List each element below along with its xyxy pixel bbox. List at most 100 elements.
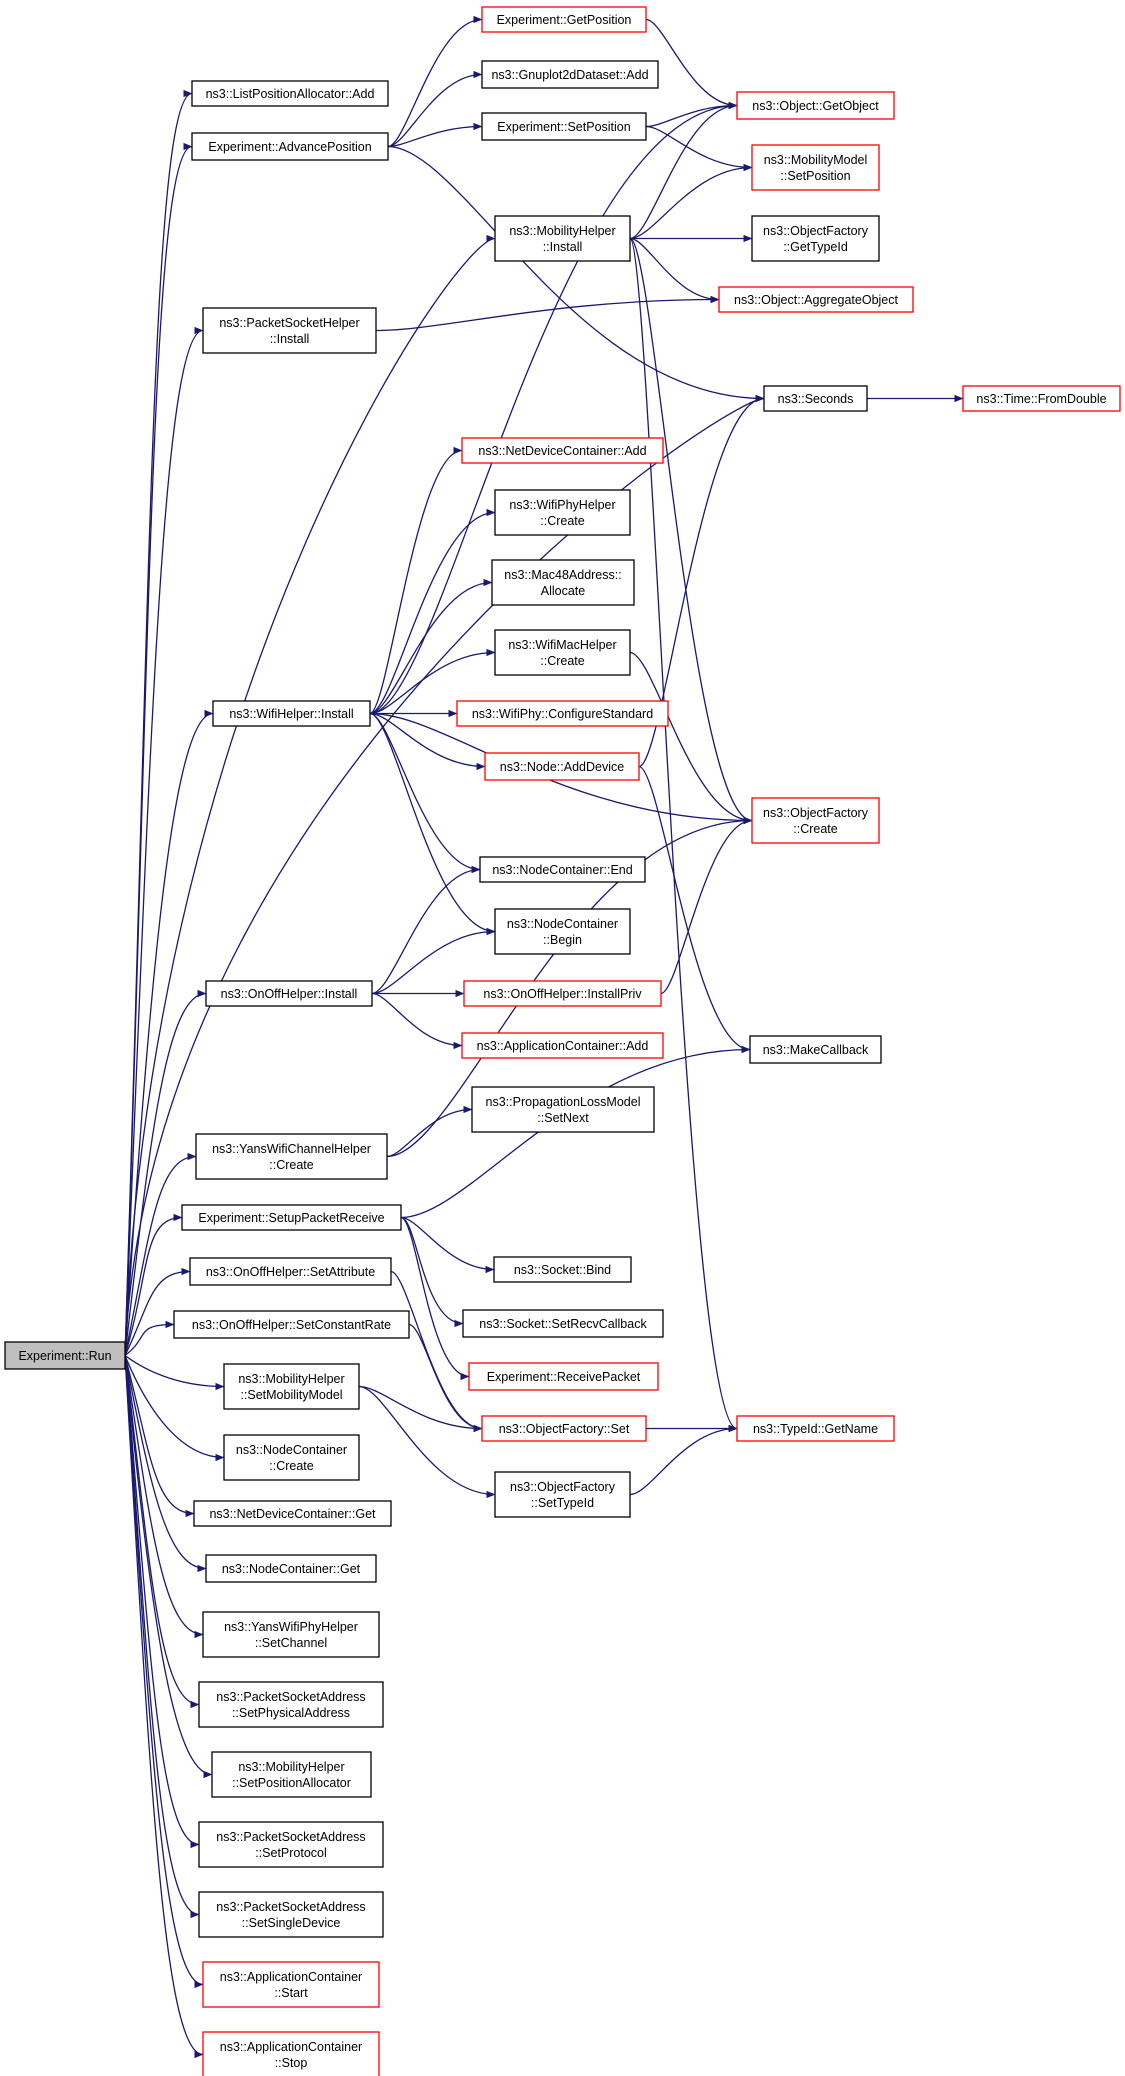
node-label-wmh_create-0: ns3::WifiMacHelper bbox=[508, 638, 616, 652]
edge-psh_install-to-aggregate bbox=[375, 295, 720, 332]
node-box-nc_end bbox=[479, 856, 646, 883]
node-adddevice[interactable]: ns3::Node::AddDevice bbox=[484, 752, 640, 781]
node-run[interactable]: Experiment::Run bbox=[4, 1341, 126, 1370]
node-plm_setnext[interactable]: ns3::PropagationLossModel::SetNext bbox=[471, 1086, 655, 1133]
node-label-setpos-0: Experiment::SetPosition bbox=[497, 120, 630, 134]
node-typeid_getname[interactable]: ns3::TypeId::GetName bbox=[736, 1415, 895, 1442]
node-mh_setposalloc[interactable]: ns3::MobilityHelper::SetPositionAllocato… bbox=[211, 1751, 372, 1798]
node-psa_setsingle[interactable]: ns3::PacketSocketAddress::SetSingleDevic… bbox=[198, 1891, 384, 1938]
node-psh_install[interactable]: ns3::PacketSocketHelper::Install bbox=[202, 307, 377, 354]
edge-run-to-ndc_get bbox=[124, 1355, 195, 1518]
node-ywch_create[interactable]: ns3::YansWifiChannelHelper::Create bbox=[195, 1133, 388, 1180]
node-label-mh_install-1: ::Install bbox=[543, 240, 583, 254]
node-installpriv[interactable]: ns3::OnOffHelper::InstallPriv bbox=[463, 980, 662, 1007]
node-box-sock_setrecv bbox=[462, 1309, 664, 1338]
node-nc_get[interactable]: ns3::NodeContainer::Get bbox=[205, 1554, 377, 1583]
node-box-wifi_install bbox=[212, 700, 371, 727]
node-mh_install[interactable]: ns3::MobilityHelper::Install bbox=[494, 215, 631, 262]
node-makecallback[interactable]: ns3::MakeCallback bbox=[749, 1035, 882, 1064]
node-sock_setrecv[interactable]: ns3::Socket::SetRecvCallback bbox=[462, 1309, 664, 1338]
node-psa_setphys[interactable]: ns3::PacketSocketAddress::SetPhysicalAdd… bbox=[198, 1681, 384, 1728]
node-onoff_install[interactable]: ns3::OnOffHelper::Install bbox=[205, 980, 373, 1007]
node-gnuplot_add[interactable]: ns3::Gnuplot2dDataset::Add bbox=[481, 60, 659, 89]
node-appc_stop[interactable]: ns3::ApplicationContainer::Stop bbox=[202, 2031, 380, 2076]
node-advance[interactable]: Experiment::AdvancePosition bbox=[191, 132, 389, 161]
node-box-ndc_get bbox=[193, 1500, 392, 1527]
node-label-psh_install-1: ::Install bbox=[270, 332, 310, 346]
node-box-fromdouble bbox=[962, 385, 1121, 412]
edge-run-to-mh_setmobility bbox=[124, 1354, 225, 1391]
node-listpos_add[interactable]: ns3::ListPositionAllocator::Add bbox=[191, 80, 389, 107]
node-label-ywch_create-0: ns3::YansWifiChannelHelper bbox=[212, 1142, 371, 1156]
node-mh_setmobility[interactable]: ns3::MobilityHelper::SetMobilityModel bbox=[223, 1363, 360, 1410]
node-box-of_set bbox=[481, 1415, 647, 1442]
node-box-ndc_add bbox=[461, 437, 664, 464]
node-box-mh_install bbox=[494, 215, 631, 262]
node-mac48[interactable]: ns3::Mac48Address::Allocate bbox=[491, 559, 635, 606]
node-wifi_install[interactable]: ns3::WifiHelper::Install bbox=[212, 700, 371, 727]
node-nc_end[interactable]: ns3::NodeContainer::End bbox=[479, 856, 646, 883]
node-box-ywch_create bbox=[195, 1133, 388, 1180]
node-of_set[interactable]: ns3::ObjectFactory::Set bbox=[481, 1415, 647, 1442]
node-box-of_settypeid bbox=[494, 1471, 631, 1518]
node-aggregate[interactable]: ns3::Object::AggregateObject bbox=[718, 286, 914, 313]
node-ndc_get[interactable]: ns3::NetDeviceContainer::Get bbox=[193, 1500, 392, 1527]
node-label-of_create-1: ::Create bbox=[793, 822, 838, 836]
edge-installpriv-to-of_create bbox=[660, 816, 753, 995]
node-wmh_create[interactable]: ns3::WifiMacHelper::Create bbox=[494, 629, 631, 676]
edge-wifi_install-to-wmh_create bbox=[369, 648, 496, 715]
node-box-psa_setphys bbox=[198, 1681, 384, 1728]
node-recvpacket[interactable]: Experiment::ReceivePacket bbox=[468, 1362, 659, 1391]
node-ndc_add[interactable]: ns3::NetDeviceContainer::Add bbox=[461, 437, 664, 464]
node-getpos[interactable]: Experiment::GetPosition bbox=[481, 6, 647, 33]
node-configstd[interactable]: ns3::WifiPhy::ConfigureStandard bbox=[456, 700, 669, 727]
node-onoff_setrate[interactable]: ns3::OnOffHelper::SetConstantRate bbox=[173, 1310, 410, 1339]
node-seconds[interactable]: ns3::Seconds bbox=[763, 385, 868, 412]
node-box-makecallback bbox=[749, 1035, 882, 1064]
node-label-mh_install-0: ns3::MobilityHelper bbox=[509, 224, 615, 238]
edge-run-to-advance bbox=[124, 143, 193, 1356]
node-box-getpos bbox=[481, 6, 647, 33]
node-nc_create[interactable]: ns3::NodeContainer::Create bbox=[223, 1434, 360, 1481]
node-nc_begin[interactable]: ns3::NodeContainer::Begin bbox=[494, 908, 631, 955]
edge-mh_install-to-aggregate bbox=[629, 237, 720, 304]
node-label-mm_setpos-1: ::SetPosition bbox=[780, 169, 850, 183]
node-label-seconds-0: ns3::Seconds bbox=[778, 392, 854, 406]
edge-setpos-to-mm_setpos bbox=[645, 125, 753, 172]
node-label-makecallback-0: ns3::MakeCallback bbox=[763, 1043, 869, 1057]
node-getobject[interactable]: ns3::Object::GetObject bbox=[736, 91, 895, 120]
node-setup_recv[interactable]: Experiment::SetupPacketReceive bbox=[181, 1204, 402, 1231]
node-label-listpos_add-0: ns3::ListPositionAllocator::Add bbox=[206, 87, 375, 101]
node-appc_add[interactable]: ns3::ApplicationContainer::Add bbox=[461, 1032, 664, 1059]
node-wph_create[interactable]: ns3::WifiPhyHelper::Create bbox=[494, 489, 631, 536]
node-label-appc_start-1: ::Start bbox=[274, 1986, 308, 2000]
node-label-getpos-0: Experiment::GetPosition bbox=[497, 13, 632, 27]
node-box-of_gettypeid bbox=[751, 215, 880, 262]
node-psa_setproto[interactable]: ns3::PacketSocketAddress::SetProtocol bbox=[198, 1821, 384, 1868]
node-onoff_setattr[interactable]: ns3::OnOffHelper::SetAttribute bbox=[189, 1257, 392, 1286]
node-fromdouble[interactable]: ns3::Time::FromDouble bbox=[962, 385, 1121, 412]
node-box-appc_add bbox=[461, 1032, 664, 1059]
node-box-onoff_setattr bbox=[189, 1257, 392, 1286]
node-box-typeid_getname bbox=[736, 1415, 895, 1442]
node-of_gettypeid[interactable]: ns3::ObjectFactory::GetTypeId bbox=[751, 215, 880, 262]
edge-onoff_install-to-nc_begin bbox=[371, 927, 496, 995]
node-sock_bind[interactable]: ns3::Socket::Bind bbox=[493, 1256, 632, 1283]
node-box-psh_install bbox=[202, 307, 377, 354]
edge-run-to-onoff_install bbox=[124, 989, 207, 1356]
node-of_settypeid[interactable]: ns3::ObjectFactory::SetTypeId bbox=[494, 1471, 631, 1518]
node-ywph_setchannel[interactable]: ns3::YansWifiPhyHelper::SetChannel bbox=[202, 1611, 380, 1658]
node-label-adddevice-0: ns3::Node::AddDevice bbox=[500, 760, 624, 774]
node-appc_start[interactable]: ns3::ApplicationContainer::Start bbox=[202, 1961, 380, 2008]
node-box-psa_setsingle bbox=[198, 1891, 384, 1938]
edge-mh_install-to-getobject bbox=[629, 101, 738, 240]
node-mm_setpos[interactable]: ns3::MobilityModel::SetPosition bbox=[751, 144, 880, 191]
node-of_create[interactable]: ns3::ObjectFactory::Create bbox=[751, 797, 880, 844]
node-setpos[interactable]: Experiment::SetPosition bbox=[481, 112, 647, 141]
edge-run-to-psa_setproto bbox=[124, 1355, 200, 1849]
edge-run-to-ywph_setchannel bbox=[124, 1355, 204, 1639]
edge-adddevice-to-seconds bbox=[638, 394, 765, 768]
edge-run-to-appc_start bbox=[124, 1355, 204, 1989]
edge-adddevice-to-makecallback bbox=[638, 765, 751, 1054]
